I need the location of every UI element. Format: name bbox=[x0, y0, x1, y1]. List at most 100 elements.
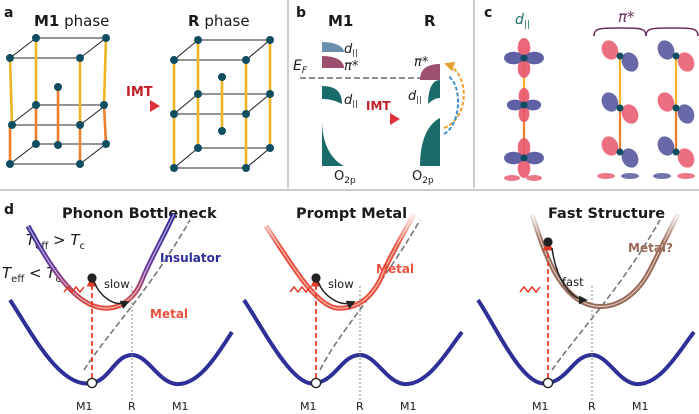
m1-pi-band bbox=[322, 56, 344, 68]
shadow-lobe bbox=[677, 173, 695, 179]
shadow-lobe bbox=[526, 175, 542, 181]
r-atoms bbox=[170, 36, 274, 172]
pi-lobe bbox=[677, 52, 695, 72]
axis-r-1: R bbox=[128, 400, 136, 413]
panel-d: d Teff > Tc Teff < Tc Phonon Bottleneck … bbox=[2, 202, 696, 413]
c-pi-label: π* bbox=[618, 8, 635, 26]
m1-dpar-upper-band bbox=[322, 42, 344, 52]
m1-phase-title: M1 phase bbox=[34, 12, 109, 30]
orbital-atom bbox=[520, 101, 528, 109]
panel-label-c: c bbox=[484, 5, 492, 21]
orbital-lobe bbox=[517, 138, 531, 157]
axis-m1-left-1: M1 bbox=[76, 400, 93, 413]
ghost-curve-3 bbox=[551, 219, 661, 371]
metal-label-1: Metal bbox=[150, 307, 188, 321]
excited-state-dot-2 bbox=[311, 273, 321, 283]
pi-lobe bbox=[601, 136, 619, 156]
m1-o2p-label: O2p bbox=[334, 169, 356, 186]
title-fast-structure: Fast Structure bbox=[548, 206, 665, 222]
title-prompt-metal: Prompt Metal bbox=[296, 206, 407, 222]
m1-dpar-lower-band bbox=[322, 86, 342, 104]
orbital-atom bbox=[616, 52, 624, 60]
m1-dpar-lower-label: d|| bbox=[344, 93, 358, 108]
ground-curve-2 bbox=[242, 298, 464, 387]
pulse-icon-1 bbox=[63, 285, 85, 294]
pi-lobe bbox=[677, 104, 695, 124]
excited-state-dot-1 bbox=[87, 273, 97, 283]
orbital-atom bbox=[672, 52, 680, 60]
ground-state-dot-2 bbox=[310, 377, 322, 389]
relax-arrow-3 bbox=[551, 247, 588, 305]
subpanel-prompt-metal: Prompt Metal Metal slow M1 R M1 bbox=[242, 206, 464, 413]
axis-r-3: R bbox=[588, 400, 596, 413]
r-dpar-band bbox=[428, 80, 440, 104]
orbital-lobe bbox=[525, 151, 544, 165]
orbital-lobe bbox=[524, 99, 542, 111]
r-dpar-label: d|| bbox=[408, 89, 422, 104]
imt-arrowhead-b bbox=[390, 113, 400, 125]
shadow-lobe bbox=[653, 173, 671, 179]
ground-curve-1 bbox=[8, 298, 234, 387]
c-pi-brace-right bbox=[645, 27, 699, 37]
pi-lobe bbox=[621, 52, 639, 72]
b-r-title: R bbox=[424, 12, 436, 30]
orange-transfer-arrow bbox=[443, 61, 465, 129]
r-pi-band bbox=[420, 64, 440, 80]
imt-label-b: IMT bbox=[366, 99, 391, 113]
axis-m1-right-2: M1 bbox=[400, 400, 417, 413]
m1-pi-label: π* bbox=[344, 59, 359, 74]
m1-dpar-upper-label: d|| bbox=[344, 42, 358, 57]
axis-m1-right-3: M1 bbox=[632, 400, 649, 413]
panel-label-d: d bbox=[4, 202, 14, 218]
m1-o2p-band bbox=[322, 120, 344, 166]
insulator-label: Insulator bbox=[160, 251, 221, 265]
r-phase-title: R phase bbox=[188, 12, 250, 30]
orbital-atom bbox=[520, 54, 528, 62]
relax-arrow-2 bbox=[317, 281, 356, 309]
panel-a: a M1 phase R phase bbox=[4, 5, 274, 172]
ground-curve-3 bbox=[476, 298, 696, 387]
ground-state-dot-3 bbox=[542, 377, 554, 389]
subpanel-phonon-bottleneck: Phonon Bottleneck Insulator Metal slow M… bbox=[8, 206, 234, 413]
orbital-lobe bbox=[506, 99, 524, 111]
pulse-icon-2 bbox=[289, 285, 311, 294]
teff-lt-tc-label: Teff < Tc bbox=[2, 264, 61, 285]
r-o2p-band bbox=[420, 118, 440, 166]
imt-arrowhead-a bbox=[150, 100, 160, 112]
orbital-chains bbox=[504, 38, 695, 181]
orbital-atom bbox=[672, 104, 680, 112]
pulse-icon-3 bbox=[519, 285, 541, 294]
imt-label-a: IMT bbox=[126, 85, 153, 100]
orbital-atom bbox=[672, 148, 680, 156]
axis-m1-left-3: M1 bbox=[532, 400, 549, 413]
subpanel-fast-structure: Fast Structure Metal? fast M1 R M1 bbox=[476, 206, 696, 413]
axis-r-2: R bbox=[356, 400, 364, 413]
shadow-lobe bbox=[504, 175, 520, 181]
orbital-lobe bbox=[517, 38, 531, 57]
pi-lobe bbox=[621, 104, 639, 124]
orbital-atom bbox=[616, 148, 624, 156]
fermi-level-label: EF bbox=[293, 58, 308, 76]
axis-m1-right-1: M1 bbox=[172, 400, 189, 413]
blue-transfer-arrow bbox=[443, 75, 460, 135]
m1-bonds bbox=[8, 36, 108, 166]
r-bonds bbox=[172, 38, 272, 170]
speed-label-1: slow bbox=[104, 277, 130, 291]
c-pi-brace bbox=[593, 27, 647, 37]
shadow-lobe bbox=[597, 173, 615, 179]
speed-label-3: fast bbox=[562, 275, 584, 289]
relax-arrow-1 bbox=[93, 281, 130, 309]
orbital-lobe bbox=[504, 51, 523, 65]
panel-label-b: b bbox=[296, 5, 306, 21]
orbital-lobe bbox=[525, 51, 544, 65]
b-m1-title: M1 bbox=[328, 12, 353, 30]
excited-state-dot-3 bbox=[543, 237, 553, 247]
orbital-lobe bbox=[518, 105, 530, 123]
c-dpar-label: d|| bbox=[515, 12, 530, 30]
metal-question-label: Metal? bbox=[628, 241, 673, 255]
pi-lobe bbox=[657, 92, 675, 112]
panel-c: c d|| π* bbox=[484, 5, 699, 181]
ground-state-dot-1 bbox=[86, 377, 98, 389]
pi-lobe bbox=[621, 148, 639, 168]
orbital-lobe bbox=[517, 59, 531, 78]
